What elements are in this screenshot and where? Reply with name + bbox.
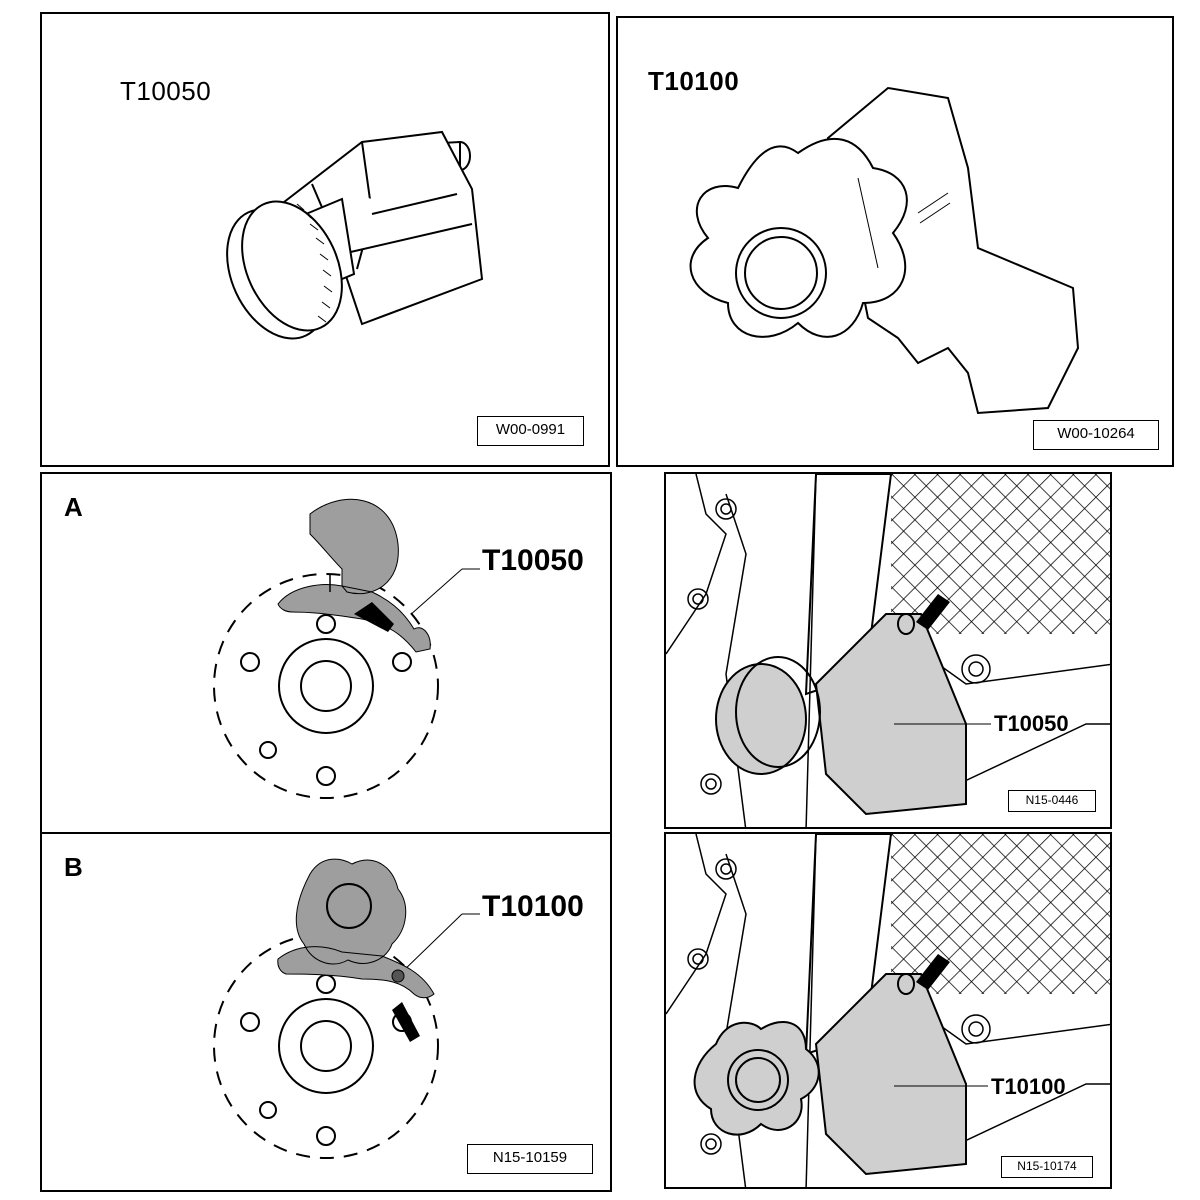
panel-t10100-tool: T10100 W00-10264 <box>616 16 1174 467</box>
arrow-icon-a <box>354 602 394 632</box>
locking-tool-silhouette-a <box>277 498 431 653</box>
locking-pin-photo-t10050 <box>715 613 967 816</box>
callout-t10100-b: T10100 <box>482 890 584 923</box>
panel-letter-b: B <box>64 852 83 882</box>
figure-code-n15-0446: N15-0446 <box>1008 790 1096 812</box>
engine-drawing-t10100 <box>666 834 1110 1187</box>
engine-drawing-t10050 <box>666 474 1110 827</box>
panel-a-sprocket-t10050: A T10050 <box>40 472 612 834</box>
figure-code-n15-10174: N15-10174 <box>1001 1156 1093 1178</box>
sprocket-diagram-a <box>213 498 480 799</box>
callout-t10050-photo: T10050 <box>994 711 1069 736</box>
star-knob-tool-illustration <box>689 86 1080 415</box>
locking-tool-silhouette-b <box>277 858 435 999</box>
panel-letter-a: A <box>64 492 83 522</box>
sprocket-diagram-b <box>213 858 480 1159</box>
panel-engine-t10100: T10100 N15-10174 <box>664 832 1112 1189</box>
star-knob-photo-t10100 <box>693 973 967 1176</box>
callout-t10050-a: T10050 <box>482 544 584 577</box>
tool-label-t10100: T10100 <box>648 66 740 96</box>
figure-code-w00-0991: W00-0991 <box>477 416 584 446</box>
panel-b-sprocket-t10100: B T10100 N15-10159 <box>40 832 612 1192</box>
arrow-icon-photo-t10100 <box>916 954 950 990</box>
figure-code-w00-10264: W00-10264 <box>1033 420 1159 450</box>
panel-engine-t10050: T10050 N15-0446 <box>664 472 1112 829</box>
camshaft-sprocket-a <box>213 573 439 799</box>
callout-t10100-photo: T10100 <box>991 1074 1066 1099</box>
figure-code-n15-10159: N15-10159 <box>467 1144 593 1174</box>
locking-pin-illustration <box>226 130 484 340</box>
arrow-icon-photo-t10050 <box>916 594 950 630</box>
panel-t10050-tool: T10050 W00-0991 <box>40 12 610 467</box>
camshaft-sprocket-b <box>213 933 439 1159</box>
arrow-icon-b <box>392 1002 420 1042</box>
tool-label-t10050: T10050 <box>120 76 212 106</box>
